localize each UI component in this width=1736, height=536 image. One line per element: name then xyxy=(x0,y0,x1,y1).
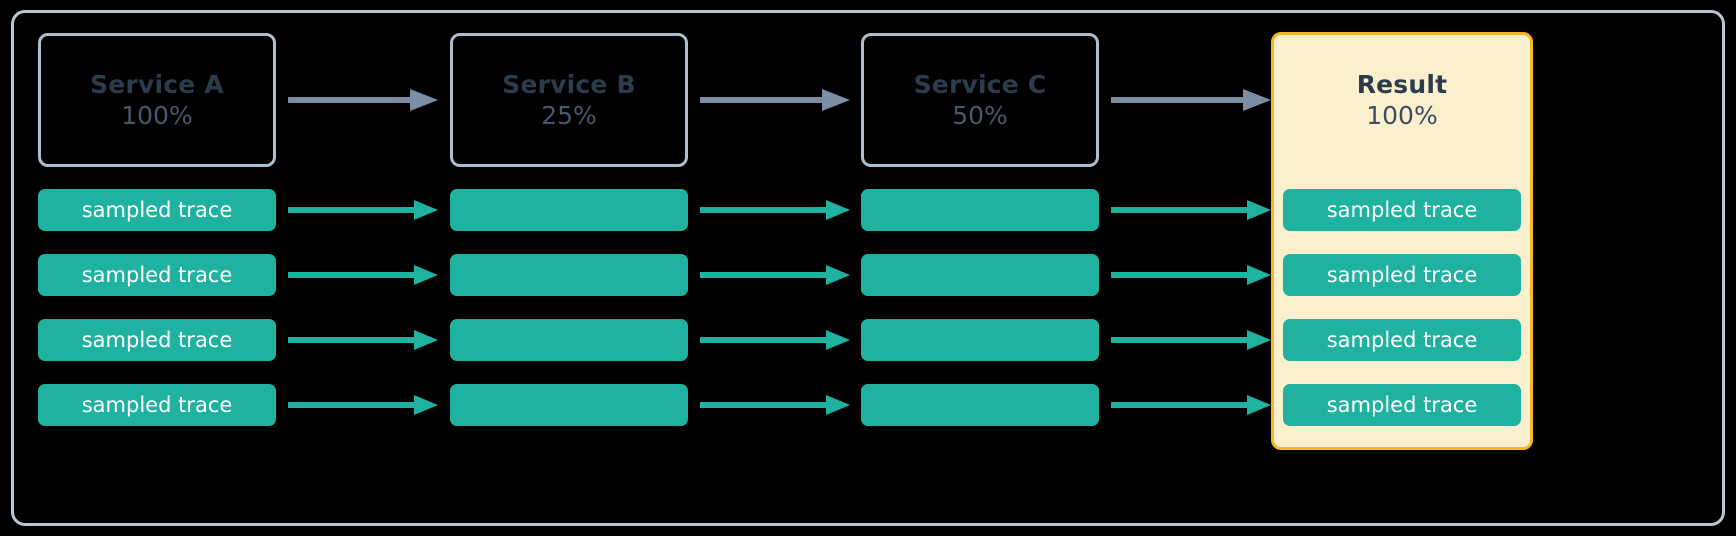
result-box[interactable]: Result 100% xyxy=(1283,36,1521,164)
trace-pill-label: sampled trace xyxy=(1326,262,1478,287)
service-box-a[interactable]: Service A 100% xyxy=(38,33,276,167)
trace-pill-row3-service-b[interactable] xyxy=(450,319,688,361)
service-a-title: Service A xyxy=(90,69,224,99)
trace-pill-label: sampled trace xyxy=(81,327,233,352)
service-c-percent: 50% xyxy=(952,101,1008,130)
service-box-b[interactable]: Service B 25% xyxy=(450,33,688,167)
trace-pill-row2-service-b[interactable] xyxy=(450,254,688,296)
trace-pill-row4-service-c[interactable] xyxy=(861,384,1099,426)
trace-pill-label: sampled trace xyxy=(1326,197,1478,222)
service-a-percent: 100% xyxy=(121,101,193,130)
service-box-c[interactable]: Service C 50% xyxy=(861,33,1099,167)
trace-pill-label: sampled trace xyxy=(1326,327,1478,352)
trace-pill-label: sampled trace xyxy=(1326,392,1478,417)
trace-pill-row4-service-b[interactable] xyxy=(450,384,688,426)
trace-pill-row1-service-b[interactable] xyxy=(450,189,688,231)
diagram-outer-frame xyxy=(11,10,1725,526)
trace-pill-row3-service-c[interactable] xyxy=(861,319,1099,361)
service-b-percent: 25% xyxy=(541,101,597,130)
service-c-title: Service C xyxy=(913,69,1047,99)
trace-pill-row1-service-c[interactable] xyxy=(861,189,1099,231)
trace-pill-row4-result[interactable]: sampled trace xyxy=(1283,384,1521,426)
service-b-title: Service B xyxy=(502,69,636,99)
trace-pill-row1-service-a[interactable]: sampled trace xyxy=(38,189,276,231)
trace-pill-row1-result[interactable]: sampled trace xyxy=(1283,189,1521,231)
trace-pill-row3-service-a[interactable]: sampled trace xyxy=(38,319,276,361)
trace-pill-row2-service-c[interactable] xyxy=(861,254,1099,296)
result-title: Result xyxy=(1356,69,1448,99)
trace-pill-label: sampled trace xyxy=(81,262,233,287)
trace-pill-row2-result[interactable]: sampled trace xyxy=(1283,254,1521,296)
trace-pill-label: sampled trace xyxy=(81,392,233,417)
trace-pill-label: sampled trace xyxy=(81,197,233,222)
trace-pill-row4-service-a[interactable]: sampled trace xyxy=(38,384,276,426)
result-percent: 100% xyxy=(1366,101,1438,130)
result-highlight-panel xyxy=(1271,32,1533,450)
trace-pill-row3-result[interactable]: sampled trace xyxy=(1283,319,1521,361)
trace-pill-row2-service-a[interactable]: sampled trace xyxy=(38,254,276,296)
